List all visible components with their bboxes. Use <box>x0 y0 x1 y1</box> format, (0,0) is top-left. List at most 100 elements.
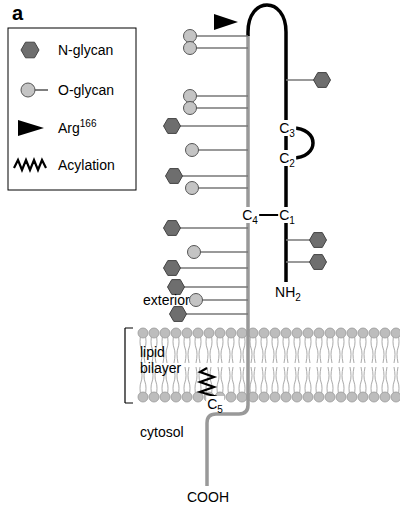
terminus-label: NH2 <box>275 284 301 300</box>
lipid-head <box>325 392 335 402</box>
lipid-head <box>358 328 368 338</box>
glycan-stem <box>172 267 248 269</box>
lipid-head <box>281 328 291 338</box>
o-glycan <box>186 182 199 195</box>
n-glycan <box>310 255 327 270</box>
lipid-head <box>160 392 170 402</box>
lipid-head <box>369 392 379 402</box>
n-glycan <box>164 261 181 276</box>
lipid-head <box>292 392 302 402</box>
lipid-head <box>237 392 247 402</box>
lipid-head <box>391 328 400 338</box>
cysteine-label: C5 <box>206 396 224 412</box>
cysteine-label: C4 <box>241 207 259 223</box>
cysteine-label: C2 <box>278 150 296 166</box>
lipid-head <box>182 392 192 402</box>
lipid-head <box>204 328 214 338</box>
lipid-head <box>215 328 225 338</box>
n-glycan <box>314 73 331 88</box>
glycan-stem <box>192 149 248 151</box>
lipid-head <box>237 328 247 338</box>
lipid-head <box>336 392 346 402</box>
lipid-head <box>314 392 324 402</box>
lipid-head <box>347 328 357 338</box>
arg166-arrowhead <box>214 14 238 30</box>
n-glycan <box>170 307 187 322</box>
n-glycan <box>310 233 327 248</box>
region-label: cytosol <box>140 424 184 440</box>
glycan-stem <box>196 299 248 301</box>
o-glycan <box>184 102 197 115</box>
glycan-group <box>164 30 331 322</box>
lipid-head <box>270 328 280 338</box>
glycan-stem <box>174 175 248 177</box>
legend-text: O-glycan <box>58 82 114 98</box>
lipid-head <box>347 392 357 402</box>
region-label: exterior <box>143 292 190 308</box>
glycan-stem <box>194 251 248 253</box>
o-glycan <box>190 294 203 307</box>
region-label: lipid bilayer <box>140 344 200 376</box>
panel-letter: a <box>12 2 23 24</box>
bilayer-bracket <box>125 328 133 403</box>
lipid-head <box>336 328 346 338</box>
glycan-stem <box>192 187 248 189</box>
protein-black-chain <box>248 5 286 282</box>
o-glycan-sample <box>21 83 35 97</box>
lipid-head <box>325 328 335 338</box>
n-glycan <box>164 221 181 236</box>
cysteine-label: C3 <box>278 120 296 136</box>
n-glycan <box>164 119 181 134</box>
o-glycan <box>188 246 201 259</box>
acylation-sample <box>14 160 46 170</box>
acylation-coil <box>200 368 214 399</box>
n-glycan <box>166 169 183 184</box>
legend-text: N-glycan <box>58 42 113 58</box>
terminus-label: COOH <box>187 489 229 505</box>
legend-frame <box>8 28 136 190</box>
lipid-head <box>226 328 236 338</box>
glycan-stem <box>190 95 248 97</box>
glycan-stem <box>176 286 248 288</box>
lipid-head <box>226 392 236 402</box>
o-glycan <box>184 42 197 55</box>
lipid-head <box>369 328 379 338</box>
cysteine-label: C1 <box>278 207 296 223</box>
arg-arrowhead-sample <box>18 120 44 136</box>
lipid-head <box>270 392 280 402</box>
lipid-head <box>259 392 269 402</box>
lipid-head <box>149 392 159 402</box>
lipid-head <box>391 392 400 402</box>
lipid-head <box>303 392 313 402</box>
lipid-head <box>138 328 148 338</box>
glycan-stem <box>190 35 248 37</box>
glycan-stem <box>190 47 248 49</box>
lipid-head <box>193 328 203 338</box>
lipid-head <box>358 392 368 402</box>
n-glycan-sample <box>21 42 39 58</box>
lipid-head <box>138 392 148 402</box>
glycan-stem <box>172 125 248 127</box>
o-glycan <box>184 90 197 103</box>
lipid-head <box>292 328 302 338</box>
glycan-stem <box>190 107 248 109</box>
lipid-head <box>303 328 313 338</box>
lipid-head <box>160 328 170 338</box>
lipid-head <box>171 392 181 402</box>
legend-text: Arg166 <box>58 120 96 136</box>
lipid-bilayer <box>138 328 400 402</box>
lipid-head <box>259 328 269 338</box>
lipid-head <box>380 392 390 402</box>
glycan-stem <box>178 313 248 315</box>
lipid-head <box>380 328 390 338</box>
lipid-head <box>182 328 192 338</box>
protein-gray-chain <box>207 35 248 486</box>
lipid-head <box>149 328 159 338</box>
glycan-stem <box>172 227 248 229</box>
o-glycan <box>186 144 199 157</box>
o-glycan <box>184 30 197 43</box>
lipid-head <box>171 328 181 338</box>
lipid-head <box>281 392 291 402</box>
